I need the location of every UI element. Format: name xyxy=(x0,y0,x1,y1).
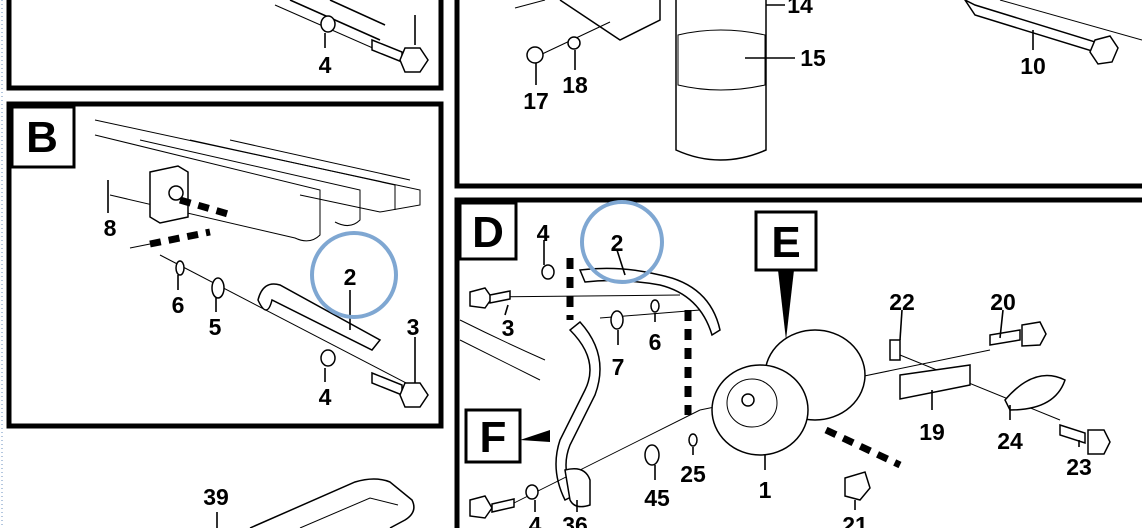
callout-2: 2 xyxy=(344,264,357,290)
callout-45: 45 xyxy=(644,485,670,511)
belt-39 xyxy=(249,478,415,528)
callout-10: 10 xyxy=(1020,53,1046,79)
nut-17 xyxy=(526,46,544,64)
callout-1: 1 xyxy=(759,477,772,503)
condenser-illustration xyxy=(94,119,421,242)
pipe-2 xyxy=(257,283,382,351)
pointer-e xyxy=(778,270,794,340)
bolt-head xyxy=(399,47,429,73)
washer-18 xyxy=(567,36,581,50)
panel-b: B 8 2 6 5 3 4 xyxy=(6,101,444,429)
callout-6: 6 xyxy=(172,292,185,318)
bolt-part xyxy=(371,38,403,64)
callout-5: 5 xyxy=(209,314,222,340)
clip-22 xyxy=(889,339,901,361)
callout-39: 39 xyxy=(203,484,229,510)
panel-e-title: E xyxy=(771,218,800,267)
spacer-part xyxy=(320,15,336,33)
callout-15: 15 xyxy=(800,45,826,71)
callout-7: 7 xyxy=(612,354,625,380)
panel-a: 4 xyxy=(6,0,444,91)
callout-23: 23 xyxy=(1066,454,1092,480)
bracket xyxy=(559,0,661,41)
panel-d: D E F xyxy=(454,197,1142,528)
callout-3: 3 xyxy=(407,314,420,340)
pointer-f xyxy=(520,430,550,442)
callout-19: 19 xyxy=(919,419,945,445)
compressor xyxy=(711,329,866,456)
callout-22: 22 xyxy=(889,289,915,315)
highlight-circle xyxy=(580,200,664,284)
receiver-drier xyxy=(675,0,767,161)
panel-d-title: D xyxy=(472,208,504,257)
panel-b-title: B xyxy=(26,113,58,162)
callout-3: 3 xyxy=(502,315,515,341)
highlight-circle xyxy=(310,231,398,319)
callout-17: 17 xyxy=(523,88,549,114)
panel-c: 14 15 17 18 10 xyxy=(454,0,1142,189)
callout-24: 24 xyxy=(997,428,1023,454)
callout-4: 4 xyxy=(319,384,332,410)
callout-8: 8 xyxy=(104,215,117,241)
callout-4: 4 xyxy=(319,52,332,78)
callout-2: 2 xyxy=(611,230,624,256)
callout-36: 36 xyxy=(562,512,588,528)
callout-6: 6 xyxy=(649,329,662,355)
panel-bottom-left: 39 xyxy=(203,478,415,528)
callout-21: 21 xyxy=(842,512,868,528)
callout-4: 4 xyxy=(529,512,542,528)
nut-21 xyxy=(844,471,871,501)
bracket-19 xyxy=(899,364,971,400)
plate-36 xyxy=(564,468,591,508)
callout-4: 4 xyxy=(537,220,550,246)
callout-18: 18 xyxy=(562,72,588,98)
callout-20: 20 xyxy=(990,289,1016,315)
callout-14: 14 xyxy=(787,0,813,18)
panel-f-title: F xyxy=(480,413,507,462)
callout-25: 25 xyxy=(680,461,706,487)
clamp-24 xyxy=(1004,374,1066,411)
